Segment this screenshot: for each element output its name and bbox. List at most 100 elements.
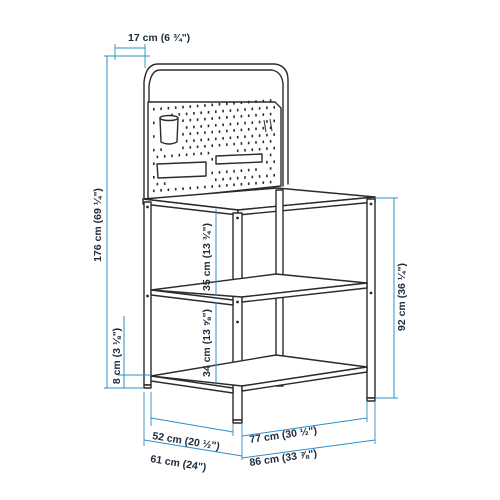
- worktable: [142, 187, 376, 424]
- pegboard-hole: [262, 181, 265, 184]
- pegboard-hole: [226, 184, 228, 187]
- pegboard-hole: [255, 141, 257, 144]
- pegboard-container: [156, 161, 207, 179]
- pegboard-hole: [226, 143, 228, 146]
- pegboard-hole: [153, 176, 155, 179]
- pegboard-hole: [236, 122, 239, 125]
- pegboard-hole: [215, 110, 217, 113]
- pegboard-hole: [218, 130, 221, 133]
- pegboard-hole: [204, 104, 206, 107]
- pegboard-hole: [266, 147, 268, 150]
- pegboard-hole: [233, 102, 235, 105]
- pegboard-hole: [211, 171, 213, 175]
- pegboard-holes: [153, 99, 275, 193]
- pegboard-hole: [215, 124, 217, 127]
- label-lower-shelf-gap: 34 cm (13 ⅝"): [201, 309, 213, 377]
- pegboard-hole: [153, 148, 155, 152]
- pegboard-cup: [159, 117, 179, 145]
- dimension-lines: [104, 44, 398, 460]
- pegboard-hole: [262, 113, 265, 116]
- pegboard-hole: [160, 107, 162, 111]
- pegboard-hole: [251, 121, 254, 124]
- pegboard-hole: [233, 115, 235, 119]
- pegboard-hole: [222, 123, 224, 127]
- pegboard-hole: [251, 175, 254, 179]
- label-pegboard-depth: 17 cm (6 ¾"): [128, 32, 190, 44]
- pegboard-hole: [160, 148, 162, 151]
- pegboard-hole: [269, 126, 272, 129]
- pegboard-hole: [182, 133, 184, 136]
- pegboard-hole: [255, 181, 257, 185]
- pegboard-hole: [211, 144, 213, 147]
- pegboard-hole: [185, 126, 188, 129]
- pegboard-hole: [226, 170, 228, 174]
- pegboard-hole: [153, 108, 155, 111]
- pegboard-hole: [269, 99, 272, 102]
- pegboard-hole: [182, 119, 184, 122]
- pegboard-hole: [273, 160, 275, 163]
- pegboard-hole: [247, 128, 250, 131]
- pegboard-hole: [218, 171, 221, 174]
- pegboard-hole: [240, 142, 243, 145]
- pegboard-hole: [244, 121, 246, 125]
- pegboard-hole: [204, 117, 206, 121]
- pegboard-hole: [218, 143, 221, 147]
- pegboard-hole: [233, 142, 235, 146]
- pegboard-hole: [226, 129, 228, 133]
- pegboard-hole: [273, 146, 275, 150]
- pegboard-hole: [178, 113, 181, 116]
- pegboard-shelf-rail: [215, 153, 263, 165]
- pegboard-hole: [207, 124, 210, 128]
- pegboard-hole: [251, 134, 254, 138]
- pegboard-hole: [211, 103, 213, 107]
- pegboard-hole: [204, 145, 206, 148]
- inner-width-dimension: [241, 417, 368, 437]
- pegboard-hole: [156, 182, 159, 186]
- pegboard-hole: [189, 105, 192, 108]
- pegboard-hole: [182, 187, 184, 190]
- pegboard-hole: [244, 176, 246, 179]
- label-outer-depth: 61 cm (24"): [150, 453, 208, 474]
- pegboard-hole: [240, 115, 243, 118]
- pegboard-hole: [233, 129, 235, 132]
- pegboard-hole: [222, 137, 224, 140]
- pegboard-hole: [200, 138, 202, 142]
- pegboard-hole: [163, 182, 166, 185]
- pegboard-hole: [207, 138, 210, 141]
- pegboard-hole: [178, 153, 181, 157]
- label-inner-width: 77 cm (30 ½"): [249, 425, 318, 446]
- label-outer-width: 86 cm (33 ⅞"): [249, 448, 318, 469]
- pegboard-hole: [189, 186, 192, 190]
- pegboard-hole: [262, 99, 265, 103]
- pegboard-hole: [218, 116, 221, 120]
- pegboard-hole: [273, 174, 275, 177]
- foot-right: [366, 397, 376, 402]
- pegboard-hole: [266, 174, 268, 178]
- pegboard-hole: [255, 113, 257, 117]
- pegboard-hole: [215, 137, 217, 141]
- dimension-labels: 17 cm (6 ¾") 176 cm (69 ¼") 8 cm (3 ⅛") …: [92, 32, 408, 474]
- pegboard-hole: [196, 145, 199, 149]
- pegboard-hole: [185, 139, 188, 143]
- pegboard-hole: [211, 185, 213, 188]
- label-floor-clearance-imperial: 8 cm (3 ⅛"): [111, 328, 123, 384]
- pegboard-hole: [262, 140, 265, 144]
- label-total-height: 176 cm (69 ¼"): [92, 188, 104, 262]
- pegboard-hole: [266, 120, 268, 123]
- pegboard-hole: [167, 188, 170, 192]
- pegboard-hole: [189, 132, 192, 135]
- pegboard-hole: [247, 114, 250, 117]
- pegboard-hole: [229, 122, 232, 126]
- pegboard-hole: [236, 108, 239, 112]
- pegboard-hole: [215, 178, 217, 181]
- pegboard-hole: [273, 119, 275, 123]
- pegboard-hole: [247, 100, 250, 104]
- pegboard-hole: [236, 149, 239, 153]
- pegboard-hole: [247, 182, 250, 185]
- pegboard-hole: [226, 116, 228, 119]
- pegboard-top-rail: [143, 63, 289, 201]
- pegboard-hole: [258, 175, 261, 178]
- pegboard-hole: [269, 167, 272, 170]
- pegboard-hole: [244, 135, 246, 138]
